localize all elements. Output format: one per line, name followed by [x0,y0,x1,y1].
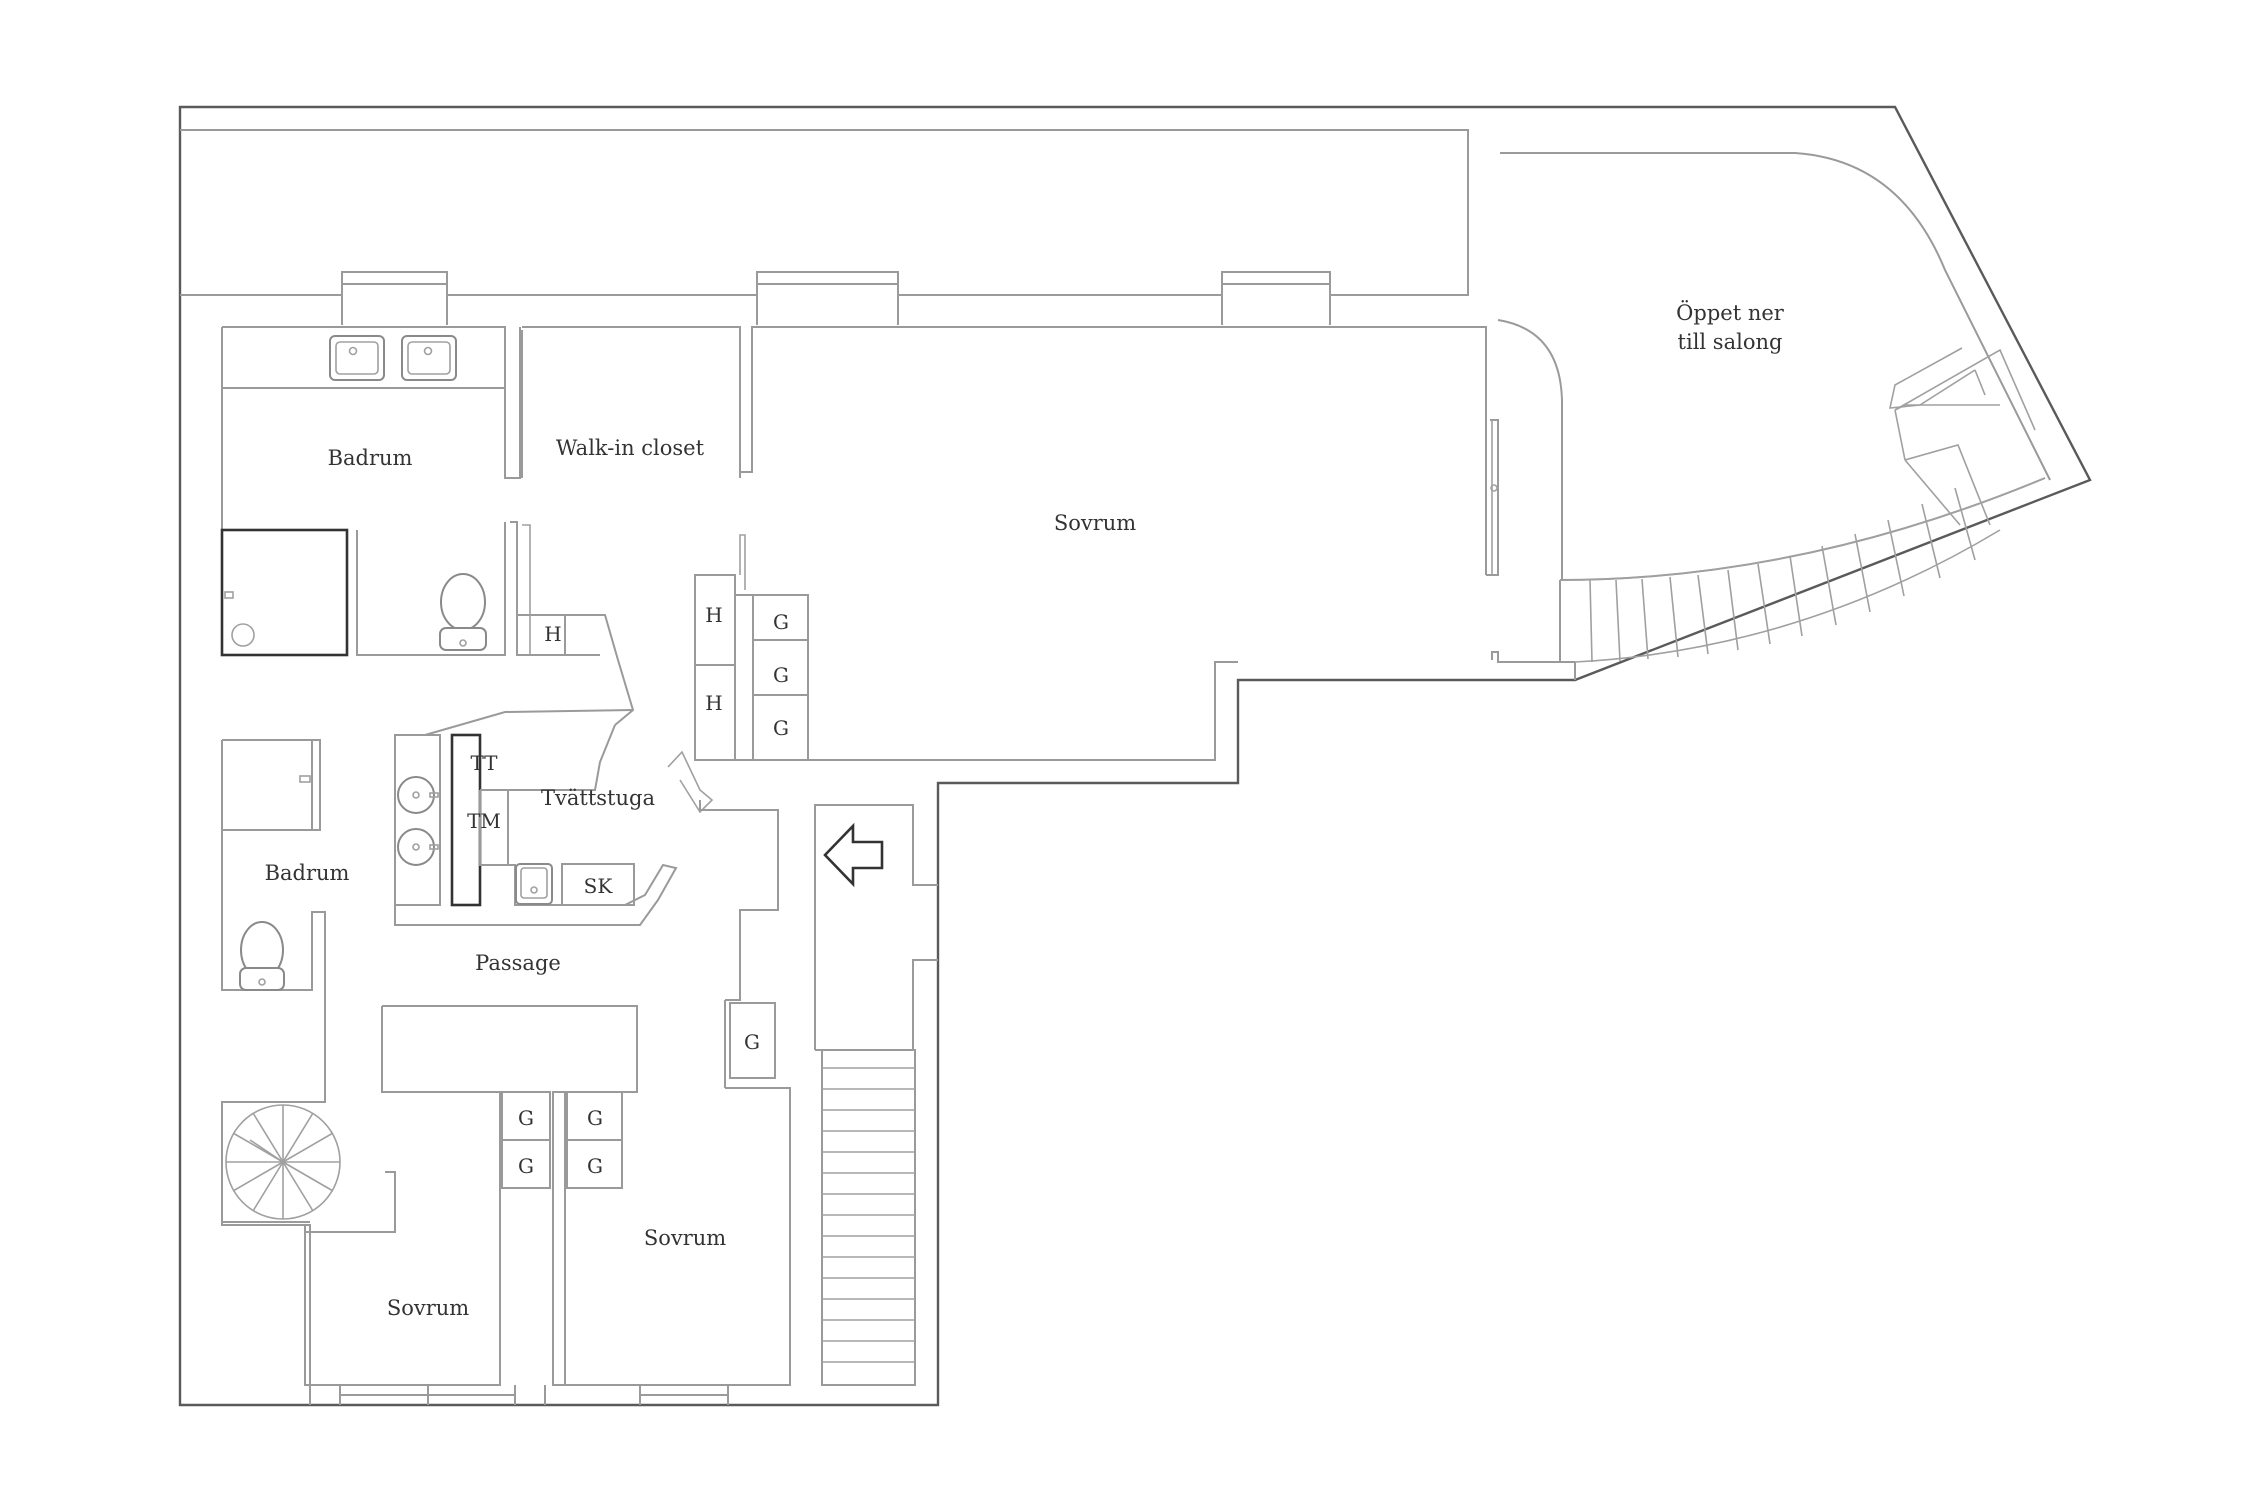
toilet-upper [439,573,487,651]
room-label-badrum-upper: Badrum [328,446,413,470]
code-h-column-2: H [705,691,722,715]
room-label-sovrum-main: Sovrum [1054,511,1136,535]
code-g-left-1: G [518,1106,534,1130]
stair-arrow-icon [823,822,884,888]
door-closet [739,534,746,590]
stair-right [1559,580,1576,680]
code-g-left-2: G [518,1154,534,1178]
outer-wall [178,105,2092,1407]
open-area-outline [1500,152,2051,581]
wardrobes-middle [501,1091,623,1189]
room-label-open-line1: Öppet ner [1676,300,1785,325]
door-opening-upper [516,614,635,726]
window-mid [756,283,899,325]
code-sk: SK [584,874,614,898]
room-label-passage: Passage [475,951,561,975]
badrum-upper-walls [221,327,518,656]
code-h-upper: H [544,622,561,646]
door-tvatt [667,750,714,814]
room-label-walkin: Walk-in closet [556,436,705,460]
shower-tap [224,591,234,599]
walkin-walls [521,330,741,478]
code-tt: TT [470,751,498,775]
curved-door [1497,319,1563,580]
sk-cabinet [561,863,635,906]
code-g-passage: G [744,1030,760,1054]
code-g-mid-2: G [587,1154,603,1178]
corridor-upper [424,709,634,736]
window-bottom-mid [639,1385,729,1405]
code-g-column-1: G [773,610,789,634]
corridor-box [304,1005,638,1386]
counter-tvatt [394,734,441,906]
code-tm: TM [467,809,501,833]
code-g-column-3: G [773,716,789,740]
passage-right [553,800,791,1386]
shower-tap-lower [299,775,311,783]
wardrobe-passage [729,1002,776,1079]
code-g-column-2: G [773,663,789,687]
code-g-mid-1: G [587,1106,603,1130]
toilet-lower [239,921,285,991]
sink-right [401,335,457,381]
closet-column [694,574,809,761]
door-pivot [1490,484,1498,492]
door-swing-upper [522,524,531,655]
shower-drain [231,623,255,647]
tt-tm-cabinet [479,789,508,866]
sovrum-main-walls [808,327,1575,761]
spiral-staircase [221,1104,341,1223]
window-left [341,283,448,325]
room-label-sovrum-mid: Sovrum [644,1226,726,1250]
room-label-tvattstuga: Tvättstuga [541,786,655,810]
stair-top-steps [1888,347,1986,409]
room-label-open-line2: till salong [1678,330,1783,354]
laundry-sink [515,863,553,905]
room-label-sovrum-left: Sovrum [387,1296,469,1320]
basin-1 [397,776,439,814]
window-bottom-left [339,1385,546,1405]
window-right [1221,283,1331,325]
shower [220,528,349,657]
stair-rail [305,1171,396,1233]
sink-left [329,335,385,381]
basin-2 [397,828,439,866]
terrace-outline [180,129,1469,296]
room-label-badrum-lower: Badrum [265,861,350,885]
code-h-column-1: H [705,603,722,627]
curved-stairs [1559,348,2046,663]
straight-staircase [814,804,938,1386]
